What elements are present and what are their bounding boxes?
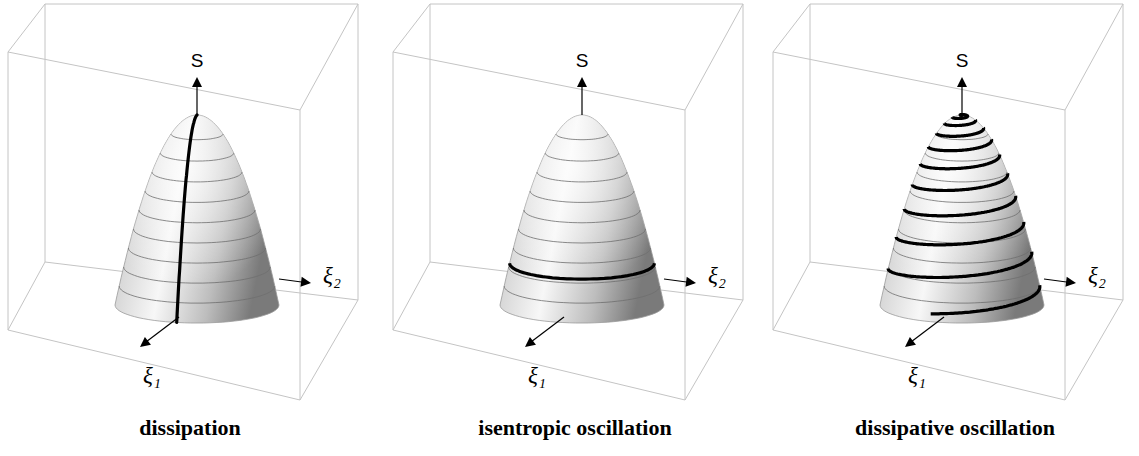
- entropy-contour: [910, 191, 1014, 202]
- entropy-contour: [884, 286, 1040, 303]
- panel-caption: dissipation: [139, 417, 241, 439]
- paraboloid-surface: [500, 115, 664, 323]
- paraboloid-surface: [880, 115, 1044, 323]
- axis-label: ξ₂: [1088, 264, 1106, 287]
- entropy-contour: [152, 172, 242, 182]
- entropy-contour: [524, 210, 640, 223]
- entropy-contour: [556, 134, 608, 140]
- entropy-contour: [925, 153, 998, 161]
- bounding-box-edge: [773, 52, 774, 330]
- bounding-box-edge: [393, 52, 394, 330]
- bounding-box-edge: [393, 52, 685, 110]
- arrow-head: [525, 337, 536, 347]
- entropy-contour: [545, 153, 618, 161]
- axis-label: ξ₁: [528, 364, 546, 387]
- bounding-box-edge: [300, 110, 301, 400]
- entropy-contour: [513, 248, 650, 263]
- bounding-box-edge: [45, 4, 358, 5]
- bounding-box-edge: [1065, 300, 1123, 400]
- axis-label: S: [576, 51, 589, 70]
- trajectory-dissipation: [177, 115, 197, 323]
- arrow-head: [140, 337, 151, 347]
- bounding-box-edge: [773, 330, 1065, 400]
- axis-label: S: [956, 51, 969, 70]
- bounding-box-edge: [430, 4, 431, 262]
- arrow-head: [577, 77, 587, 87]
- bounding-box-edge: [685, 300, 743, 400]
- paraboloid-highlight: [115, 115, 279, 323]
- bounding-box-edge: [685, 110, 686, 400]
- panel-illustration: [393, 4, 743, 400]
- entropy-contour: [124, 267, 271, 283]
- arrow-head: [1065, 277, 1076, 287]
- axis-label: ξ₂: [708, 264, 726, 287]
- panel-illustration: [773, 4, 1123, 400]
- bounding-box-edge: [773, 262, 810, 330]
- arrow-head: [957, 77, 967, 87]
- axis-label: ξ₁: [143, 364, 161, 387]
- entropy-contour: [145, 191, 249, 202]
- entropy-contour: [917, 172, 1007, 182]
- trajectory-orbit: [510, 263, 655, 279]
- entropy-contour: [519, 229, 646, 243]
- bounding-box-edge: [810, 4, 811, 262]
- entropy-contour: [119, 286, 275, 303]
- bounding-box-edge: [393, 330, 685, 400]
- axis-label: S: [191, 51, 204, 70]
- bounding-box-edge: [1123, 4, 1124, 300]
- arrow-head: [685, 277, 696, 287]
- bounding-box-edge: [1065, 4, 1123, 110]
- bounding-box-edge: [8, 262, 45, 330]
- bounding-box-edge: [8, 52, 9, 330]
- bounding-box-edge: [393, 4, 430, 52]
- entropy-contour: [134, 229, 261, 243]
- bounding-box-edge: [358, 4, 359, 300]
- axis-label: ξ₂: [323, 264, 341, 287]
- bounding-box-edge: [743, 4, 744, 300]
- entropy-contour: [893, 248, 1030, 263]
- bounding-box-edge: [773, 4, 810, 52]
- bounding-box-edge: [393, 262, 430, 330]
- bounding-box-edge: [8, 52, 300, 110]
- entropy-contour: [160, 153, 233, 161]
- panel-illustration: [8, 4, 358, 400]
- bounding-box-edge: [45, 4, 46, 262]
- bounding-box-edge: [300, 300, 358, 400]
- bounding-box-edge: [685, 4, 743, 110]
- entropy-contour: [537, 172, 627, 182]
- arrow-head: [300, 277, 311, 287]
- bounding-box-edge: [773, 52, 1065, 110]
- arrow-head: [905, 337, 916, 347]
- bounding-box-edge: [300, 4, 358, 110]
- arrow-head: [192, 77, 202, 87]
- trajectory-spiral: [888, 115, 1040, 314]
- bounding-box-edge: [430, 4, 743, 5]
- paraboloid-highlight: [880, 115, 1044, 323]
- entropy-contour: [504, 286, 660, 303]
- entropy-contour: [139, 210, 255, 223]
- panel-caption: dissipative oscillation: [855, 417, 1055, 439]
- entropy-contour: [171, 134, 223, 140]
- bounding-box-edge: [1065, 110, 1066, 400]
- bounding-box-edge: [8, 330, 300, 400]
- paraboloid-surface: [115, 115, 279, 323]
- entropy-contour: [128, 248, 265, 263]
- bounding-box-edge: [8, 4, 45, 52]
- panel-caption: isentropic oscillation: [478, 417, 671, 439]
- entropy-contour: [530, 191, 634, 202]
- paraboloid-highlight: [500, 115, 664, 323]
- axis-label: ξ₁: [908, 364, 926, 387]
- bounding-box-edge: [810, 4, 1123, 5]
